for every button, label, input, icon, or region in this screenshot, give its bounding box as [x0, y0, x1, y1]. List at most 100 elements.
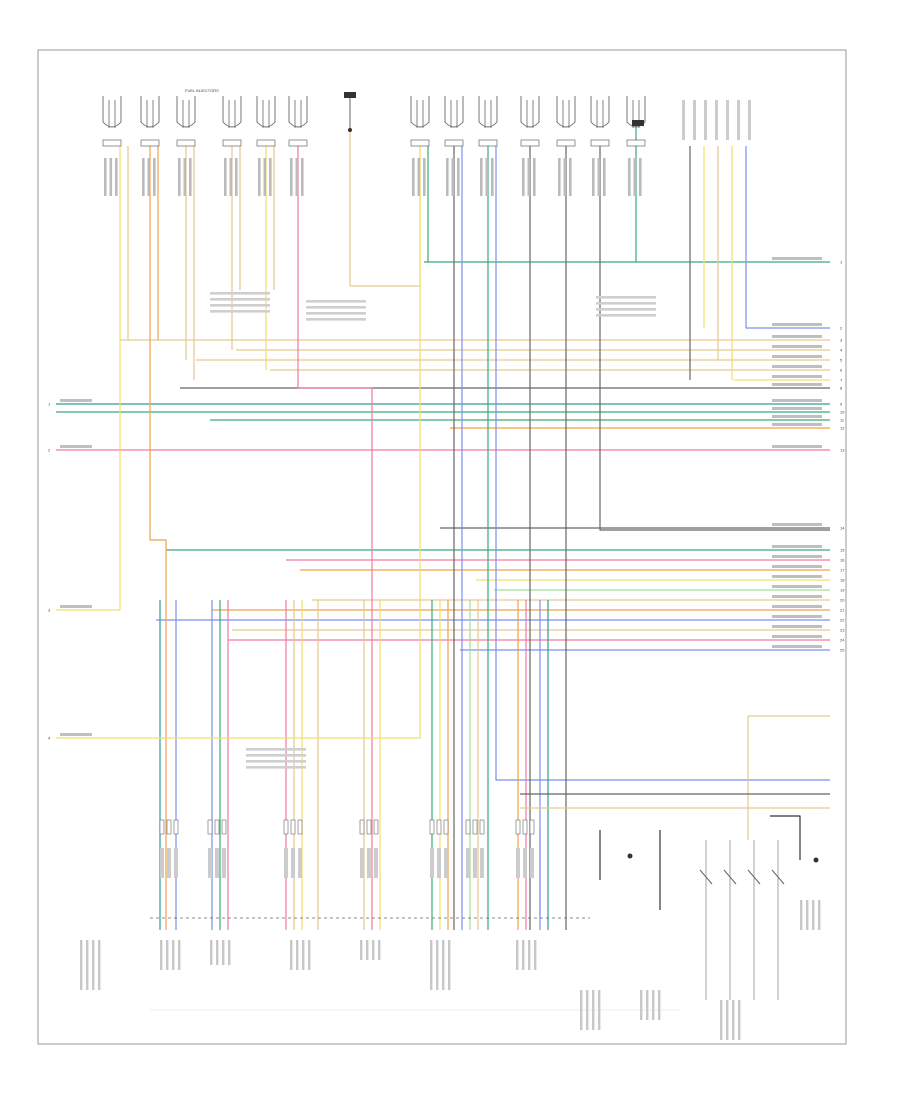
module-pin-label	[586, 990, 589, 1030]
splice-note	[246, 760, 306, 763]
wire-code-label	[772, 335, 822, 338]
terminal-number: 22	[840, 618, 845, 623]
terminal-number: 20	[840, 598, 845, 603]
terminal-number: 16	[840, 558, 845, 563]
module-pin-label	[302, 940, 305, 970]
wire-label-block	[423, 158, 426, 196]
module-pin-label	[436, 940, 439, 990]
module-pin-label	[86, 940, 89, 990]
wire-label-block	[633, 158, 637, 196]
wire-label-block	[235, 158, 238, 196]
connector-block	[626, 139, 646, 147]
module-pin-label	[652, 990, 655, 1020]
module-pin-label	[640, 990, 643, 1020]
wire-label-block	[597, 158, 601, 196]
module-pin-label	[210, 940, 213, 965]
module-pin-label	[800, 900, 803, 930]
wire-label-block	[291, 848, 295, 878]
connector-block	[288, 139, 308, 147]
wire-label-block	[167, 848, 171, 878]
splice-note	[210, 292, 270, 295]
wire-label-block	[527, 158, 531, 196]
inline-connector	[366, 819, 372, 835]
module-pin-label	[448, 940, 451, 990]
wire-label-block	[160, 848, 164, 878]
terminal-number: 19	[840, 588, 845, 593]
inline-connector	[159, 819, 165, 835]
wire-label-block	[412, 158, 415, 196]
wire-label-block	[153, 158, 156, 196]
wire-label-block	[290, 158, 293, 196]
splice-note	[306, 300, 366, 303]
inline-connector	[166, 819, 172, 835]
inline-connector	[522, 819, 528, 835]
components	[102, 92, 819, 1011]
wire-code-label	[772, 365, 822, 368]
module-pin-label	[598, 990, 601, 1030]
terminal-number: 25	[840, 648, 845, 653]
left-terminal-number: 2	[48, 448, 51, 453]
wire-label-block	[258, 158, 261, 196]
connector-symbol	[444, 96, 464, 128]
connector-symbol	[176, 96, 196, 128]
sensor-body	[344, 92, 356, 98]
wire-label-block	[480, 848, 484, 878]
wire-label-block	[491, 158, 494, 196]
module-pin-label	[534, 940, 537, 970]
inline-connector	[443, 819, 449, 835]
wire-code-label	[772, 355, 822, 358]
connector-block	[222, 139, 242, 147]
vertical-wire	[297, 146, 373, 930]
wire-label-block	[523, 848, 527, 878]
wire-code-label	[772, 375, 822, 378]
module-pin-label	[732, 1000, 735, 1040]
module-pin-label	[216, 940, 219, 965]
wire-code-label	[772, 605, 822, 608]
splice-note	[246, 748, 306, 751]
terminal-number: 18	[840, 578, 845, 583]
connector-block	[520, 139, 540, 147]
wire-label-block	[224, 158, 227, 196]
wire-label-block	[639, 158, 642, 196]
left-terminal-number: 1	[48, 402, 51, 407]
module-pin-label	[726, 1000, 729, 1040]
splice-note	[210, 310, 270, 313]
module-pin-label	[522, 940, 525, 970]
splice-note	[596, 314, 656, 317]
wire-label-block	[178, 158, 181, 196]
wire-label-block	[269, 158, 272, 196]
wire-label-block	[367, 848, 371, 878]
wire-label-block	[215, 848, 219, 878]
wire-label-block	[430, 848, 434, 878]
module-pin-label	[812, 900, 815, 930]
terminal-number: 10	[840, 410, 845, 415]
wire-code-label	[772, 323, 822, 326]
connector-block	[444, 139, 464, 147]
vertical-wire	[349, 130, 421, 287]
connector-block	[140, 139, 160, 147]
wire-label-block	[437, 848, 441, 878]
module-pin-label	[738, 1000, 741, 1040]
inline-connector	[373, 819, 379, 835]
module-pin-label	[720, 1000, 723, 1040]
wire-label-block	[522, 158, 525, 196]
labels: 1234567891011121314151617181920212223242…	[48, 88, 845, 1040]
terminal-number: 15	[840, 548, 845, 553]
wire-label-block	[485, 158, 489, 196]
wire-code-label	[772, 407, 822, 410]
wire-label-block	[558, 158, 561, 196]
terminal-number: 6	[840, 368, 843, 373]
outer-border	[37, 49, 847, 1045]
module-pin-label	[366, 940, 369, 960]
inline-connector	[283, 819, 289, 835]
wire-code-label	[772, 423, 822, 426]
connector-label-text	[726, 100, 729, 140]
inline-connector	[359, 819, 365, 835]
wire-harness	[56, 126, 830, 930]
splice-note	[596, 308, 656, 311]
connector-label-text	[748, 100, 751, 140]
connector-symbol	[140, 96, 160, 128]
vertical-wire	[599, 146, 830, 531]
wire-label-block	[301, 158, 304, 196]
